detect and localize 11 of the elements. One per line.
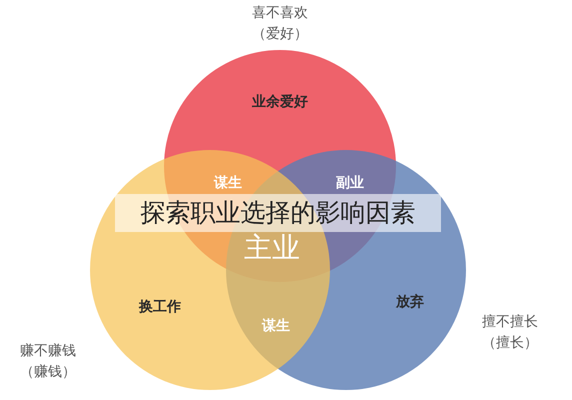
circle-heading: 喜不喜欢（爱好） xyxy=(251,4,309,44)
region-label: 副业 xyxy=(336,174,364,192)
title-banner: 探索职业选择的影响因素 xyxy=(115,194,441,232)
circle-heading: 赚不赚钱（赚钱） xyxy=(19,342,77,382)
region-label: 谋生 xyxy=(262,317,290,335)
circle-heading: 擅不擅长（擅长） xyxy=(481,313,539,353)
region-label: 谋生 xyxy=(214,174,242,192)
region-label: 换工作 xyxy=(139,298,181,316)
region-label: 放弃 xyxy=(396,293,424,311)
region-label: 业余爱好 xyxy=(252,93,308,111)
region-label: 主业 xyxy=(244,232,300,264)
